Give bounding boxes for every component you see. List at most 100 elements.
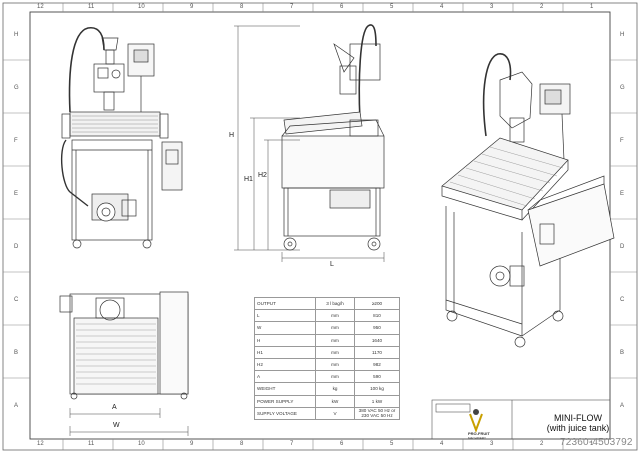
spec-label: OUTPUT	[254, 296, 316, 311]
col-label: 11	[88, 4, 95, 10]
spec-unit: mm	[315, 345, 355, 359]
front-view	[60, 26, 183, 249]
table-row: H1 mm 1170	[254, 345, 400, 359]
spec-value: 982	[354, 357, 400, 372]
spec-value: 100 kg	[354, 382, 400, 396]
col-label: 2	[540, 441, 544, 447]
table-row: A mm 590	[254, 370, 400, 384]
spec-table: OUTPUT 3 l bag/h ≥200 L mm 810 W mm 950 …	[254, 296, 400, 420]
frame-ticks	[3, 3, 637, 450]
row-label: F	[620, 138, 624, 144]
row-label: D	[14, 244, 19, 250]
isometric-view	[441, 53, 615, 348]
table-row: POWER SUPPLY kW 1 kW	[254, 394, 400, 408]
row-label: G	[620, 85, 625, 91]
col-label: 12	[37, 4, 44, 10]
col-label: 6	[340, 4, 344, 10]
col-label: 10	[138, 441, 145, 447]
row-label: B	[620, 350, 625, 356]
row-label: C	[620, 297, 625, 303]
col-label: 10	[138, 4, 145, 10]
top-dimension-lines	[69, 408, 189, 436]
col-label: 9	[190, 441, 194, 447]
col-label: 1	[590, 441, 594, 447]
row-label: H	[14, 32, 19, 38]
top-view	[59, 291, 189, 400]
spec-unit: mm	[315, 309, 355, 323]
dimension-w: W	[113, 422, 120, 429]
col-label: 7	[290, 4, 294, 10]
col-label: 8	[240, 441, 244, 447]
spec-unit: 3 l bag/h	[315, 296, 355, 311]
side-dimension-lines	[234, 25, 385, 262]
watermark-text: 72360-4503792	[560, 437, 633, 448]
brand-name: PRO-FRUIT	[468, 431, 490, 436]
spec-unit: mm	[315, 333, 355, 347]
spec-label: SUPPLY VOLTAGE	[254, 406, 316, 420]
row-label: F	[14, 138, 18, 144]
col-label: 3	[490, 4, 494, 10]
dimension-a: A	[112, 404, 117, 411]
row-label: D	[620, 244, 625, 250]
col-label: 11	[88, 441, 95, 447]
spec-value: 1170	[354, 345, 400, 359]
spec-unit: mm	[315, 370, 355, 384]
table-row: L mm 810	[254, 309, 400, 323]
table-row: OUTPUT 3 l bag/h ≥200	[254, 296, 400, 311]
spec-label: H	[254, 333, 316, 347]
col-label: 5	[390, 4, 394, 10]
spec-unit: kW	[315, 394, 355, 408]
dimension-h2: H2	[258, 172, 267, 179]
dimension-h1: H1	[244, 176, 253, 183]
col-label: 8	[240, 4, 244, 10]
spec-unit: mm	[315, 321, 355, 335]
col-label: 5	[390, 441, 394, 447]
table-row: WEIGHT kg 100 kg	[254, 382, 400, 396]
col-label: 2	[540, 4, 544, 10]
brand-logo-icon	[469, 409, 483, 433]
spec-label: L	[254, 309, 316, 323]
spec-label: W	[254, 321, 316, 335]
row-label: E	[14, 191, 19, 197]
brand-subname: MACHINERY	[468, 436, 486, 440]
col-label: 6	[340, 441, 344, 447]
spec-label: WEIGHT	[254, 382, 316, 396]
row-label: H	[620, 32, 625, 38]
table-row: W mm 950	[254, 321, 400, 335]
spec-label: POWER SUPPLY	[254, 394, 316, 408]
row-label: G	[14, 85, 19, 91]
table-row: H2 mm 982	[254, 357, 400, 372]
dimension-l: L	[330, 261, 334, 268]
col-label: 7	[290, 441, 294, 447]
spec-value: 1 kW	[354, 394, 400, 408]
spec-label: H2	[254, 357, 316, 372]
col-label: 3	[490, 441, 494, 447]
col-label: 1	[590, 4, 594, 10]
spec-unit: kg	[315, 382, 355, 396]
col-label: 4	[440, 441, 444, 447]
spec-value: ≥200	[354, 296, 400, 311]
spec-label: A	[254, 370, 316, 384]
spec-value: 810	[354, 309, 400, 323]
row-label: A	[14, 403, 19, 409]
table-row: SUPPLY VOLTAGE V 380 VAC 50 Hz or 230 VA…	[254, 406, 400, 420]
drawing-subtitle: (with juice tank)	[546, 423, 610, 433]
col-label: 4	[440, 4, 444, 10]
spec-value: 590	[354, 370, 400, 384]
row-label: E	[620, 191, 625, 197]
dimension-h: H	[229, 132, 235, 139]
col-label: 9	[190, 4, 194, 10]
spec-value: 1640	[354, 333, 400, 347]
spec-value: 380 VAC 50 Hz or 230 VAC 50 Hz	[354, 406, 400, 420]
drawing-title: MINI-FLOW	[554, 413, 602, 423]
spec-unit: mm	[315, 357, 355, 372]
spec-value: 950	[354, 321, 400, 335]
table-row: H mm 1640	[254, 333, 400, 347]
col-label: 12	[37, 441, 44, 447]
row-label: B	[14, 350, 19, 356]
row-label: C	[14, 297, 19, 303]
row-label: A	[620, 403, 625, 409]
